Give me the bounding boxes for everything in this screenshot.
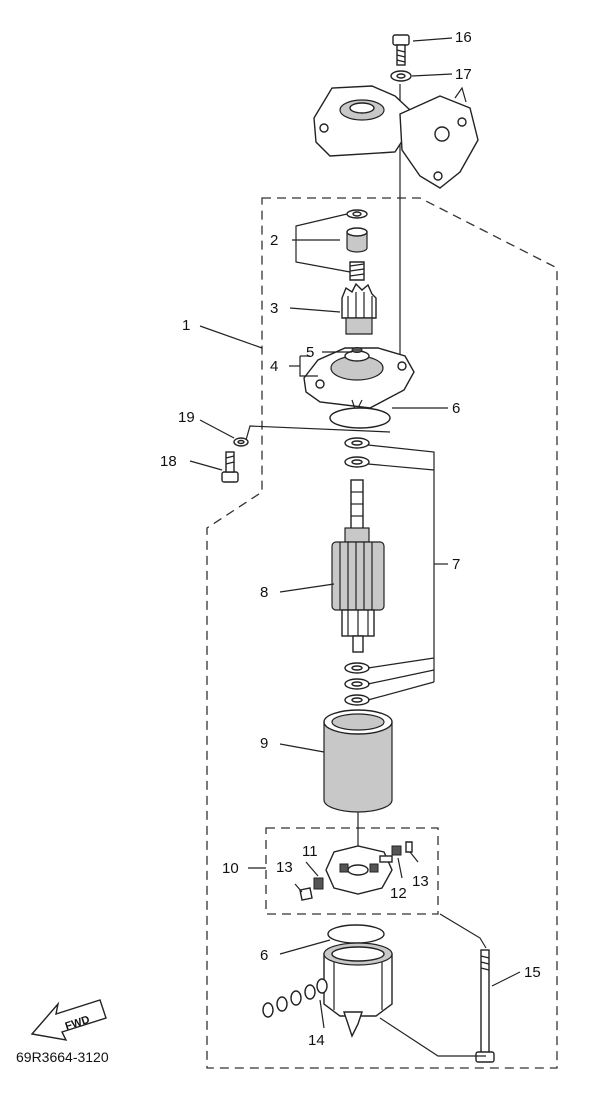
callout-19: 19	[178, 409, 195, 426]
washers-upper	[344, 437, 370, 468]
callout-11: 11	[302, 843, 318, 860]
o-ring-lower	[327, 924, 385, 944]
diagram-code: 69R3664-3120	[16, 1049, 109, 1065]
callout-16: 16	[455, 29, 472, 46]
washer-19	[233, 437, 249, 447]
callout-8: 8	[260, 584, 268, 601]
o-ring-upper	[329, 407, 391, 429]
stator-yoke	[323, 709, 393, 813]
callout-12: 12	[390, 885, 407, 902]
top-bracket	[313, 85, 479, 189]
callout-10: 10	[222, 860, 239, 877]
brush-spring-left	[299, 887, 313, 901]
brush-12	[391, 845, 402, 856]
callout-6-lower: 6	[260, 947, 268, 964]
callout-17: 17	[455, 66, 472, 83]
front-bracket	[303, 347, 415, 414]
callout-18: 18	[160, 453, 177, 470]
callout-3: 3	[270, 300, 278, 317]
callout-2: 2	[270, 232, 278, 249]
fwd-arrow-icon: FWD	[30, 999, 107, 1041]
callout-13-right: 13	[412, 873, 429, 890]
through-bolt-15	[475, 949, 495, 1063]
washers-lower	[344, 662, 370, 706]
pinion-stopper-set	[346, 209, 368, 281]
brush-holder-group-boundary	[265, 827, 439, 915]
bolt-18	[221, 451, 239, 483]
bolt-16	[392, 34, 410, 66]
brush-11	[313, 877, 324, 890]
leader-lines	[189, 37, 521, 1057]
callout-15: 15	[524, 964, 541, 981]
callout-9: 9	[260, 735, 268, 752]
callout-1: 1	[182, 317, 190, 334]
callout-13-left: 13	[276, 859, 293, 876]
spring-set-14	[262, 978, 328, 1018]
rear-bracket	[323, 942, 393, 1038]
washer-17	[390, 70, 412, 82]
brush-holder	[325, 845, 393, 895]
callout-14: 14	[308, 1032, 325, 1049]
assembly-boundary	[206, 197, 558, 1069]
pinion-drive	[341, 282, 377, 335]
callout-4: 4	[270, 358, 278, 375]
callout-5: 5	[306, 344, 314, 361]
armature	[331, 479, 385, 653]
callout-6-upper: 6	[452, 400, 460, 417]
callout-7: 7	[452, 556, 460, 573]
brush-spring-right	[405, 841, 413, 853]
